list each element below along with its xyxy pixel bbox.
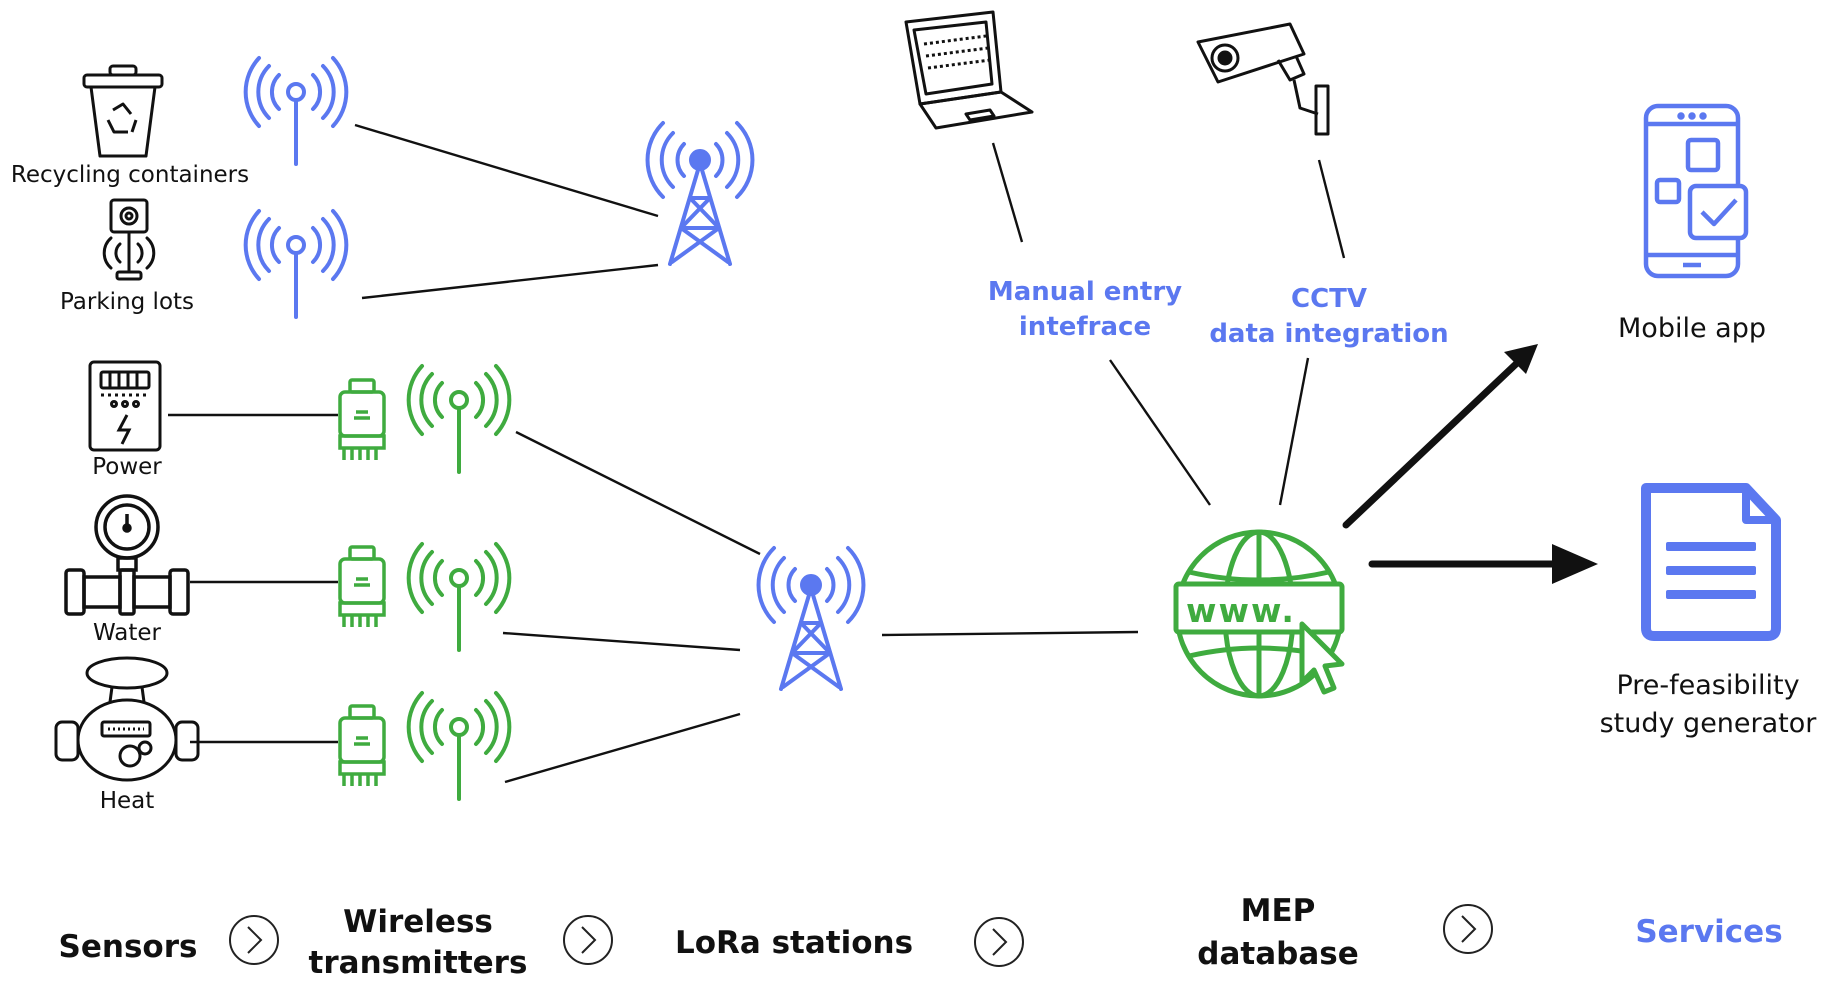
step-mep-label-line1: MEP: [1241, 893, 1316, 929]
step-wireless-label-line1: Wireless: [343, 904, 493, 940]
green-antenna-icon-heat: [406, 691, 512, 801]
chevron-right-icon-2: [563, 915, 613, 965]
green-antenna-icon-power: [406, 364, 512, 474]
chevron-right-icon-1: [229, 915, 279, 965]
cctv-label-line2: data integration: [1209, 319, 1448, 349]
step-lora-label: LoRa stations: [675, 925, 913, 961]
step-wireless-label-line2: transmitters: [309, 945, 528, 981]
heat-label: Heat: [100, 788, 155, 814]
globe-www-icon: [1173, 529, 1345, 699]
document-icon: [1641, 483, 1781, 641]
connection-lines: [168, 123, 1346, 784]
study-generator-label-line2: study generator: [1600, 708, 1818, 739]
heat-meter-icon: [54, 656, 200, 782]
manual-entry-label-line2: intefrace: [1019, 312, 1151, 342]
transmitter-icon-water: [338, 545, 386, 629]
lora-tower-icon-bottom: [756, 546, 866, 691]
cctv-label-line1: CCTV: [1291, 284, 1367, 314]
link-tower-to-database: [881, 630, 1139, 637]
step-mep-label-line2: database: [1197, 936, 1358, 972]
link-parking-antenna-to-tower: [361, 263, 659, 300]
link-label-to-database-right: [1278, 357, 1310, 506]
water-meter-icon: [64, 494, 190, 616]
lora-tower-icon-top: [645, 121, 755, 266]
step-sensors-label: Sensors: [59, 929, 198, 965]
link-power-antenna-to-tower: [515, 430, 761, 556]
chevron-right-icon-4: [1443, 904, 1493, 954]
link-camera-to-label: [1317, 159, 1346, 259]
link-water-antenna-to-tower: [502, 631, 741, 652]
arrow-to-mobile-app: [1342, 344, 1538, 529]
link-recycling-antenna-to-tower: [354, 123, 659, 218]
link-label-to-database-left: [1109, 359, 1211, 506]
water-label: Water: [93, 620, 162, 646]
parking-sensor-icon: [102, 198, 156, 281]
link-laptop-to-label: [991, 142, 1024, 243]
mobile-app-label: Mobile app: [1618, 313, 1766, 344]
transmitter-icon-power: [338, 378, 386, 462]
cctv-camera-icon: [1196, 22, 1330, 136]
blue-antenna-icon-parking: [243, 209, 349, 319]
recycling-bin-icon: [82, 64, 164, 158]
blue-antenna-icon-recycling: [243, 56, 349, 166]
globe-www-text: www.: [1186, 591, 1296, 630]
power-label: Power: [92, 454, 162, 480]
parking-lots-label: Parking lots: [60, 289, 194, 315]
recycling-containers-label: Recycling containers: [11, 162, 249, 188]
study-generator-label-line1: Pre-feasibility: [1616, 670, 1799, 701]
green-antenna-icon-water: [406, 542, 512, 652]
laptop-icon: [904, 10, 1034, 130]
chevron-right-icon-3: [974, 917, 1024, 967]
transmitter-icon-heat: [338, 704, 386, 788]
step-services-label: Services: [1635, 914, 1782, 950]
arrow-to-study-generator: [1368, 544, 1598, 584]
power-meter-icon: [88, 360, 162, 452]
manual-entry-label-line1: Manual entry: [988, 277, 1182, 307]
link-heat-antenna-to-tower: [504, 712, 741, 784]
mobile-app-icon: [1643, 103, 1749, 279]
